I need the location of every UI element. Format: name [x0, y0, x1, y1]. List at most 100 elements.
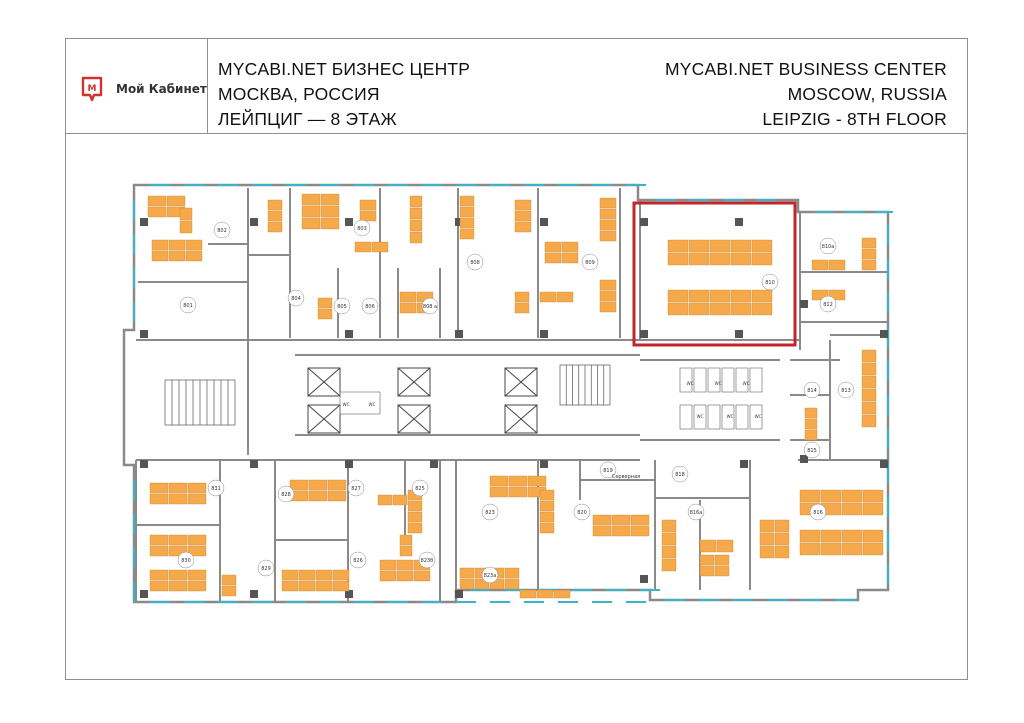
wc-label: WC	[343, 402, 350, 407]
desk	[147, 206, 167, 218]
column	[345, 460, 353, 468]
desk	[459, 578, 475, 590]
desk	[301, 193, 321, 206]
room-label-808: 808	[470, 260, 480, 266]
desk	[379, 570, 397, 582]
wc-label: WC	[727, 414, 734, 419]
desk	[730, 239, 752, 253]
room-label-badge	[481, 566, 499, 584]
desk	[221, 574, 237, 586]
desk	[332, 569, 350, 581]
column	[455, 590, 463, 598]
room-label-816: 816	[813, 510, 823, 516]
room-label-802: 802	[217, 228, 227, 234]
desk	[861, 375, 877, 389]
wc-stall	[693, 367, 707, 393]
room-label-806: 806	[365, 304, 375, 310]
desk	[527, 475, 547, 487]
desk	[862, 529, 884, 543]
desk	[841, 542, 863, 556]
room-label-804: 804	[291, 296, 301, 302]
room-label-828: 828	[281, 492, 291, 498]
building-outline	[122, 183, 890, 604]
desk	[151, 239, 169, 251]
column	[640, 218, 648, 226]
room-label-808a: 808 а	[423, 304, 437, 310]
room-label-813: 813	[841, 388, 851, 394]
desk	[409, 207, 423, 220]
desk	[327, 479, 347, 491]
desk	[396, 570, 414, 582]
elevator	[397, 404, 431, 434]
highlighted-room-outline	[632, 201, 797, 347]
desk	[714, 565, 730, 577]
desk	[561, 252, 579, 264]
room-label-831: 831	[211, 486, 221, 492]
title-en-line-1: MYCABI.NET BUSINESS CENTER	[664, 59, 947, 79]
title-ru-line-1: MYCABI.NET БИЗНЕС ЦЕНТР	[218, 59, 471, 79]
desk	[804, 429, 818, 441]
desk	[327, 490, 347, 502]
elevators	[307, 367, 538, 434]
desk	[774, 532, 790, 546]
room-label-830: 830	[181, 558, 191, 564]
desk	[539, 500, 555, 512]
desk	[379, 559, 397, 571]
desk	[151, 250, 169, 262]
column	[735, 330, 743, 338]
room-label-badge	[257, 559, 275, 577]
desk	[168, 534, 188, 546]
elevator-cross	[307, 367, 341, 397]
room-label-badge	[809, 503, 827, 521]
desk	[599, 290, 617, 302]
room-label-823a: 823а	[484, 573, 497, 579]
elevator-cross	[397, 367, 431, 397]
elevator-cross	[504, 367, 538, 397]
wc-stall	[693, 404, 707, 430]
desk	[730, 289, 752, 303]
desk	[267, 210, 283, 222]
desk	[187, 580, 207, 592]
desk	[709, 289, 731, 303]
column	[640, 330, 648, 338]
room-label-badge	[179, 296, 197, 314]
desk	[730, 252, 752, 266]
desk	[409, 195, 423, 208]
desk	[289, 479, 309, 491]
desk	[508, 486, 528, 498]
desk	[539, 489, 555, 501]
desk	[661, 532, 677, 546]
wc-label: WC	[697, 414, 704, 419]
room-label-badge	[418, 551, 436, 569]
desk	[599, 208, 617, 220]
desk	[185, 239, 203, 251]
desk	[407, 522, 423, 534]
desk	[168, 493, 188, 505]
desk	[799, 529, 821, 543]
desk	[474, 578, 490, 590]
desk	[281, 580, 299, 592]
desk	[459, 206, 475, 218]
restrooms	[339, 367, 763, 430]
room-label-829: 829	[261, 566, 271, 572]
room-label-badge	[177, 551, 195, 569]
column	[800, 300, 808, 308]
desk	[699, 554, 715, 566]
room-label-badge	[599, 461, 617, 479]
room-label-badge	[361, 297, 379, 315]
desk	[861, 349, 877, 363]
room-label-badge	[837, 381, 855, 399]
room-label-816a: 816а	[690, 510, 703, 516]
desk	[504, 578, 520, 590]
title-ru-line-3: ЛЕЙПЦИГ — 8 ЭТАЖ	[218, 109, 397, 129]
desks	[147, 193, 884, 599]
column	[345, 590, 353, 598]
desk	[841, 529, 863, 543]
desk	[751, 252, 773, 266]
desk	[561, 241, 579, 253]
desk	[599, 219, 617, 231]
desk	[544, 252, 562, 264]
desk	[688, 302, 710, 316]
wc-label: WC	[687, 381, 694, 386]
